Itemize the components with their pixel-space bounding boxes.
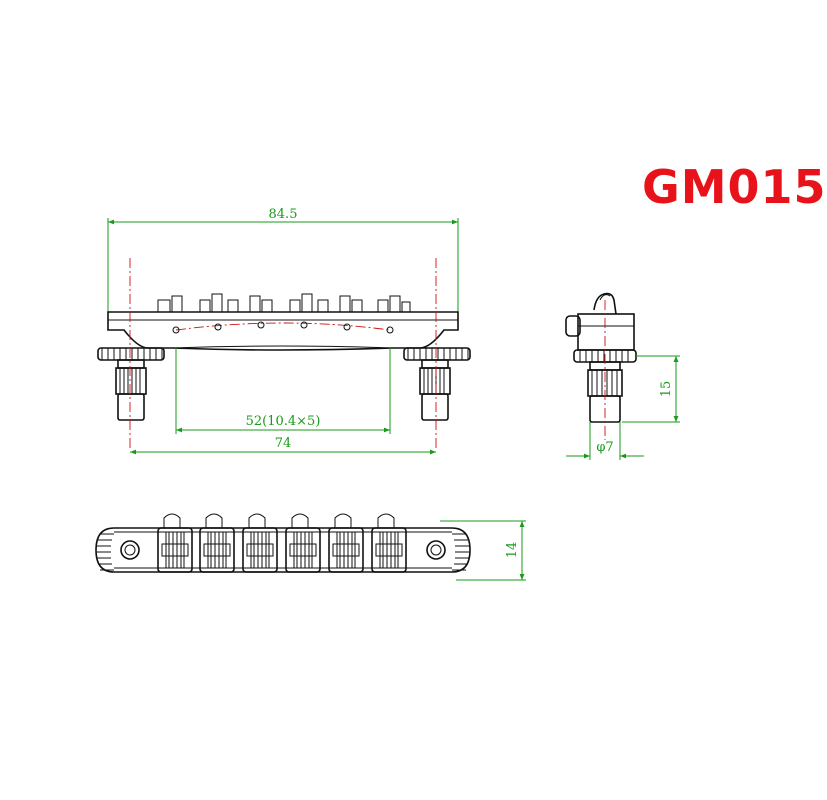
front-string-holes	[172, 321, 394, 334]
front-saddles	[157, 293, 411, 313]
technical-drawing: 84.5 52(10.4×5) 74 15 φ7	[95, 207, 680, 581]
dim-base-width: 14	[505, 542, 520, 559]
dim-saddle-spacing: 52(10.4×5)	[246, 414, 321, 429]
right-post	[403, 347, 471, 421]
left-mount-hole	[120, 540, 140, 560]
dim-post-height: 15	[659, 381, 674, 398]
left-post	[97, 347, 165, 421]
front-body	[107, 311, 459, 351]
dim-post-spacing: 74	[275, 436, 292, 451]
top-view: 14	[95, 513, 526, 581]
top-saddles	[157, 513, 407, 573]
side-view: 15 φ7	[565, 292, 680, 460]
dim-overall-length: 84.5	[269, 207, 298, 222]
model-number-title: GM015	[642, 160, 827, 214]
dim-post-diameter: φ7	[596, 440, 613, 455]
front-view: 84.5 52(10.4×5) 74	[97, 207, 471, 455]
right-mount-hole	[426, 540, 446, 560]
